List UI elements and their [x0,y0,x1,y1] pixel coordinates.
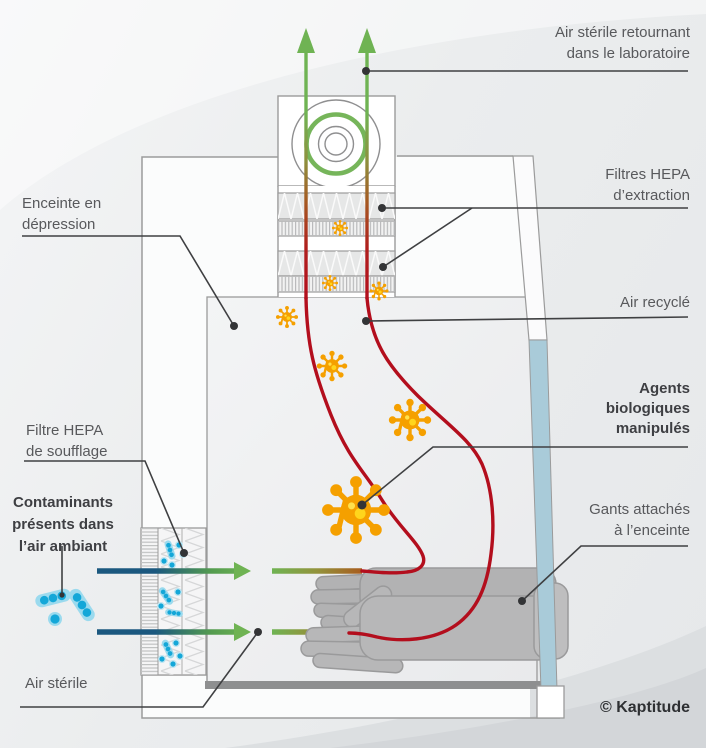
virus-icon [321,274,339,292]
leader-agents-bio [361,446,688,506]
virus-icon [322,476,390,544]
gloves [300,567,569,674]
exhaust-fan [277,95,396,189]
leader-gants [521,545,688,602]
right-arrow-icon [97,623,251,641]
leader-enceinte [22,235,235,327]
virus-icon [368,280,390,302]
leader-filtre-soufflage [24,460,185,554]
credit-kaptitude: © Kaptitude [599,699,690,716]
sash-bottom-rail [536,685,565,719]
virus-icon [315,349,349,383]
label-filtre-hepa-soufflage: Filtre HEPA de soufflage [26,422,108,460]
work-surface [205,681,548,689]
bacteria-icon [33,586,98,626]
leader-air-sterile [20,631,259,708]
extraction-duct [277,186,396,297]
exhaust-flow-arrows [297,28,376,299]
label-air-recycle: Air recyclé [619,294,690,311]
label-air-sterile: Air stérile [25,675,88,692]
leader-dots [59,67,526,636]
label-contaminants: Contaminants présents dans l’air ambiant [12,494,114,555]
fan-icon [291,99,381,189]
leader-air-recycle [365,316,689,322]
hepa-filter-extract-2 [277,250,396,293]
virus-icon [275,305,299,329]
virus-icon [387,397,433,443]
ambient-contaminants [33,586,98,626]
right-arrow-icon [97,562,251,580]
up-arrow-icon [297,28,376,53]
recycled-air-path-right [347,296,495,642]
leader-filtres-hepa-2 [382,207,473,268]
leader-lines [20,70,689,708]
hepa-filter-soufflage [140,527,207,676]
virus-icon [331,219,349,237]
label-agents-biologiques: Agents biologiques manipulés [605,380,690,437]
label-air-sterile-return: Air stérile retournant dans le laboratoi… [554,24,690,62]
label-filtres-hepa-extraction: Filtres HEPA d’extraction [605,166,690,204]
front-sash [512,155,565,719]
label-enceinte-depression: Enceinte en dépression [22,195,102,233]
label-gants-attaches: Gants attachés à l’enceinte [589,501,690,539]
